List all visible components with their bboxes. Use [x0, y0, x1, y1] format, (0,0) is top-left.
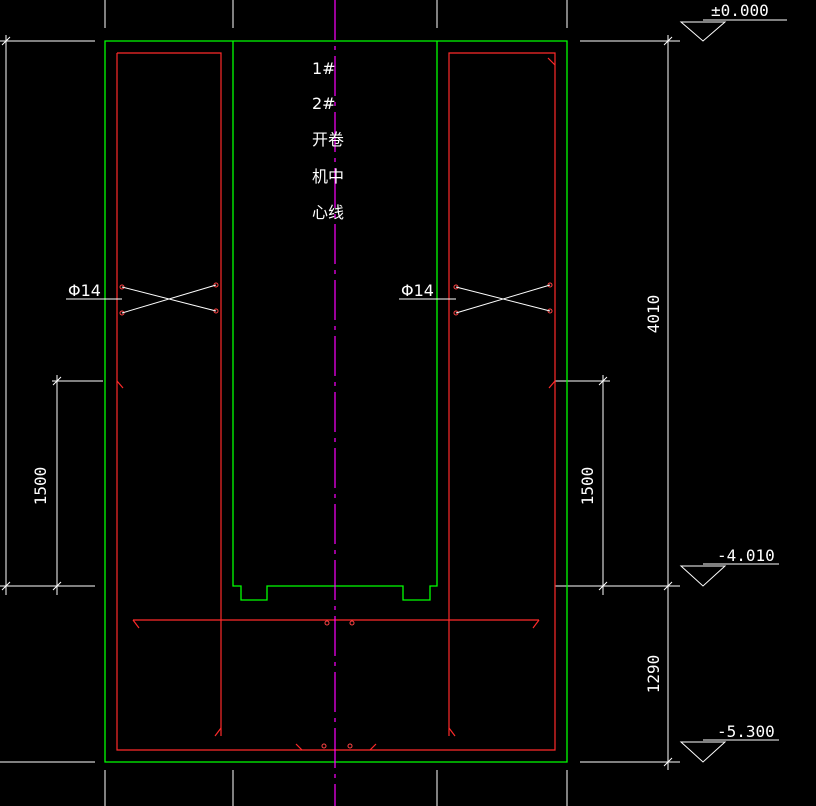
- rebar-label-left: Φ14: [68, 281, 101, 300]
- level-symbol-top: [679, 21, 727, 42]
- centerline-note-line-3: 开卷: [312, 130, 344, 149]
- level-symbol-mid: [679, 565, 727, 587]
- level-symbol-bottom: [679, 741, 727, 763]
- dimension-lines: [1, 35, 673, 770]
- rebar-label-right: Φ14: [401, 281, 434, 300]
- centerline-note: 1# 2# 开卷 机中 心线: [312, 59, 344, 222]
- cross-ties: [66, 284, 551, 314]
- centerline-note-line-4: 机中: [312, 167, 344, 186]
- bottom-extension-lines: [104, 770, 568, 806]
- dim-text-right-segment: 1500: [578, 467, 597, 506]
- rebar: [116, 52, 556, 751]
- centerline-note-line-5: 心线: [312, 203, 344, 222]
- concrete-outline: [104, 40, 568, 763]
- dim-text-bottom-slab: 1290: [644, 655, 663, 694]
- level-symbols: [679, 19, 787, 763]
- outer-rebar-cage: [116, 52, 556, 751]
- left-inner-rebar: [117, 52, 222, 736]
- top-extension-lines: [104, 0, 568, 28]
- centerline-note-line-1: 1#: [312, 59, 336, 78]
- level-label-top: ±0.000: [711, 1, 769, 20]
- centerline-note-line-2: 2#: [312, 94, 336, 113]
- level-extension-lines: [0, 40, 680, 763]
- level-label-bottom: -5.300: [717, 722, 775, 741]
- level-label-mid: -4.010: [717, 546, 775, 565]
- dim-text-depth-total: 4010: [644, 295, 663, 334]
- rebar-markers: [119, 282, 553, 749]
- dim-text-left-segment: 1500: [31, 467, 50, 506]
